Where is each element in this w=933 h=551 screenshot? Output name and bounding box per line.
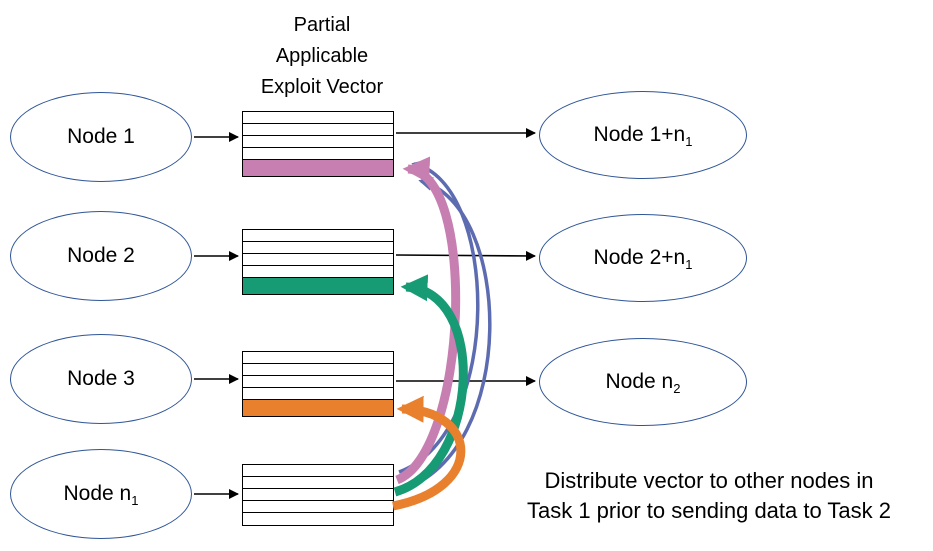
left-node-2: Node 2 — [10, 211, 192, 301]
vector-row — [243, 513, 393, 525]
vector-row — [243, 501, 393, 513]
vector-row — [243, 388, 393, 400]
right-node-1n1: Node 1+n1 — [539, 91, 747, 179]
left-node-2-label: Node 2 — [67, 244, 135, 267]
vector-row — [243, 230, 393, 242]
exploit-vector-node-n1 — [242, 464, 394, 526]
exploit-vector-node-1 — [242, 111, 394, 177]
title-line-2: Applicable — [275, 45, 369, 67]
vector-row — [243, 364, 393, 376]
right-node-2n1-label: Node 2+n1 — [593, 246, 693, 273]
vector-row — [243, 136, 393, 148]
right-node-n2-label: Node n2 — [605, 370, 681, 397]
left-node-n1: Node n1 — [10, 449, 192, 539]
vector-row — [243, 266, 393, 278]
vector-row — [243, 489, 393, 501]
pink-distribution-arrow — [394, 156, 461, 485]
caption-line-2: Task 1 prior to sending data to Task 2 — [526, 498, 892, 523]
vector-row — [243, 112, 393, 124]
right-node-1n1-label: Node 1+n1 — [593, 123, 693, 150]
arrow-vector2-to-node2n1 — [395, 250, 536, 261]
highlight-row-orange — [243, 400, 393, 416]
left-node-n1-label: Node n1 — [63, 482, 139, 509]
vector-row — [243, 376, 393, 388]
caption-line-1: Distribute vector to other nodes in — [544, 468, 874, 493]
vector-row — [243, 242, 393, 254]
orange-distribution-arrow — [392, 395, 466, 511]
right-node-2n1: Node 2+n1 — [539, 214, 747, 302]
vector-row — [243, 477, 393, 489]
diagram-title: Partial Applicable Exploit Vector — [232, 10, 412, 103]
left-node-3-label: Node 3 — [67, 367, 135, 390]
title-line-1: Partial — [293, 14, 351, 36]
distribute-caption: Distribute vector to other nodes in Task… — [498, 466, 920, 526]
vector-row — [243, 254, 393, 266]
title-line-3: Exploit Vector — [260, 76, 384, 98]
vector-row — [243, 352, 393, 364]
highlight-row-pink — [243, 160, 393, 176]
left-node-1-label: Node 1 — [67, 125, 135, 148]
green-distribution-arrow — [393, 274, 468, 497]
vector-row — [243, 465, 393, 477]
exploit-vector-node-2 — [242, 229, 394, 295]
vector-row — [243, 124, 393, 136]
right-node-n2: Node n2 — [539, 338, 747, 426]
left-node-3: Node 3 — [10, 334, 192, 424]
blue-distribution-curve-1 — [398, 159, 480, 474]
blue-distribution-curve-2 — [400, 177, 492, 492]
exploit-vector-node-3 — [242, 351, 394, 417]
left-node-1: Node 1 — [10, 92, 192, 182]
vector-row — [243, 148, 393, 160]
highlight-row-green — [243, 278, 393, 294]
